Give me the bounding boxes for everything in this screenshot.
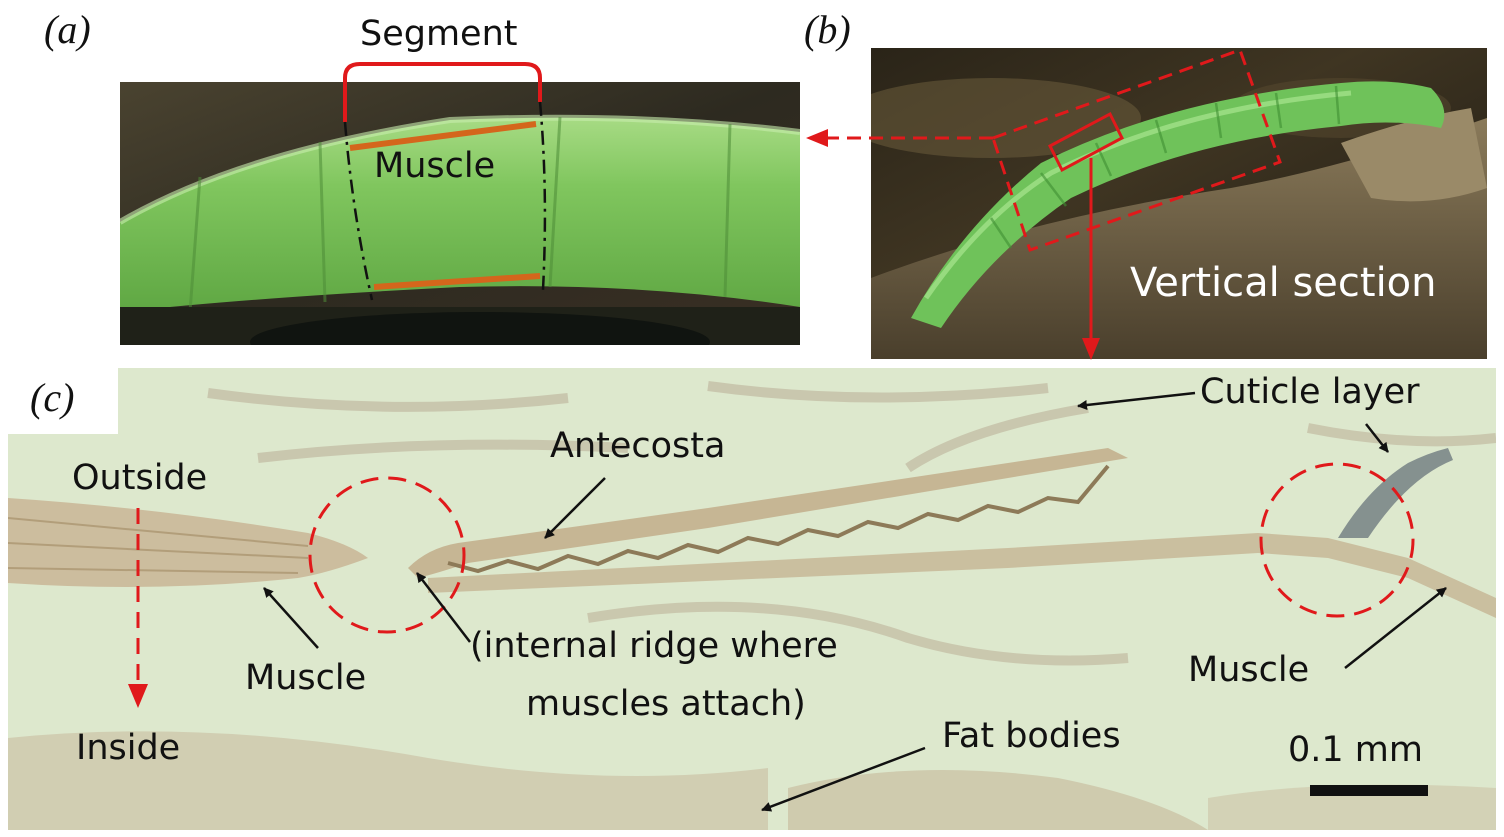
- segment-boundary-right: [538, 101, 547, 291]
- antecosta-arrow: [544, 477, 606, 539]
- antecosta-label: Antecosta: [550, 426, 726, 466]
- outside-label: Outside: [72, 458, 208, 498]
- ridge-circle-left: [308, 476, 466, 634]
- panel-b-photo: [871, 48, 1487, 359]
- segment-bracket: [343, 62, 542, 122]
- link-arrow-to-a-head: [806, 129, 828, 147]
- cuticle-layer-label: Cuticle layer: [1200, 372, 1420, 412]
- panel-b-letter: (b): [804, 7, 851, 52]
- muscle-label-a: Muscle: [374, 146, 496, 186]
- histology-section-image: [8, 368, 1496, 830]
- segment-boundary-left: [343, 121, 374, 301]
- fat-bodies-label: Fat bodies: [942, 716, 1121, 756]
- cuticle-arrow-right: [1365, 423, 1389, 453]
- section-sample-box: [1048, 111, 1124, 173]
- scale-bar: [1310, 785, 1428, 796]
- caterpillar-on-branch-image: [871, 48, 1487, 359]
- caterpillar-closeup-image: [120, 82, 800, 345]
- cuticle-arrow: [1077, 391, 1196, 410]
- ridge-arrow: [416, 572, 471, 643]
- muscle-left-arrow: [263, 587, 319, 649]
- segment-label: Segment: [360, 14, 518, 54]
- muscle-line-bottom: [373, 273, 541, 290]
- fat-bodies-arrow: [761, 746, 926, 812]
- muscle-right-arrow: [1344, 587, 1447, 669]
- panel-c-letter-backdrop: [0, 368, 118, 434]
- ridge-circle-right: [1259, 462, 1415, 618]
- panel-a-photo: [120, 82, 800, 345]
- panel-c-letter: (c): [30, 375, 75, 420]
- ridge-label-line1: (internal ridge where: [470, 626, 838, 666]
- ridge-label-line2: muscles attach): [526, 684, 806, 724]
- muscle-right-label: Muscle: [1188, 650, 1310, 690]
- section-region-box: [991, 48, 1282, 252]
- muscle-line-top: [349, 121, 537, 151]
- link-arrow-to-c-head: [1082, 338, 1100, 360]
- panel-a-letter: (a): [44, 7, 91, 52]
- muscle-left-label: Muscle: [245, 658, 367, 698]
- outside-inside-arrow-head: [128, 684, 148, 708]
- scale-bar-label: 0.1 mm: [1288, 730, 1423, 770]
- inside-label: Inside: [76, 728, 181, 768]
- panel-c-micrograph: [8, 368, 1496, 830]
- vertical-section-label: Vertical section: [1130, 260, 1437, 306]
